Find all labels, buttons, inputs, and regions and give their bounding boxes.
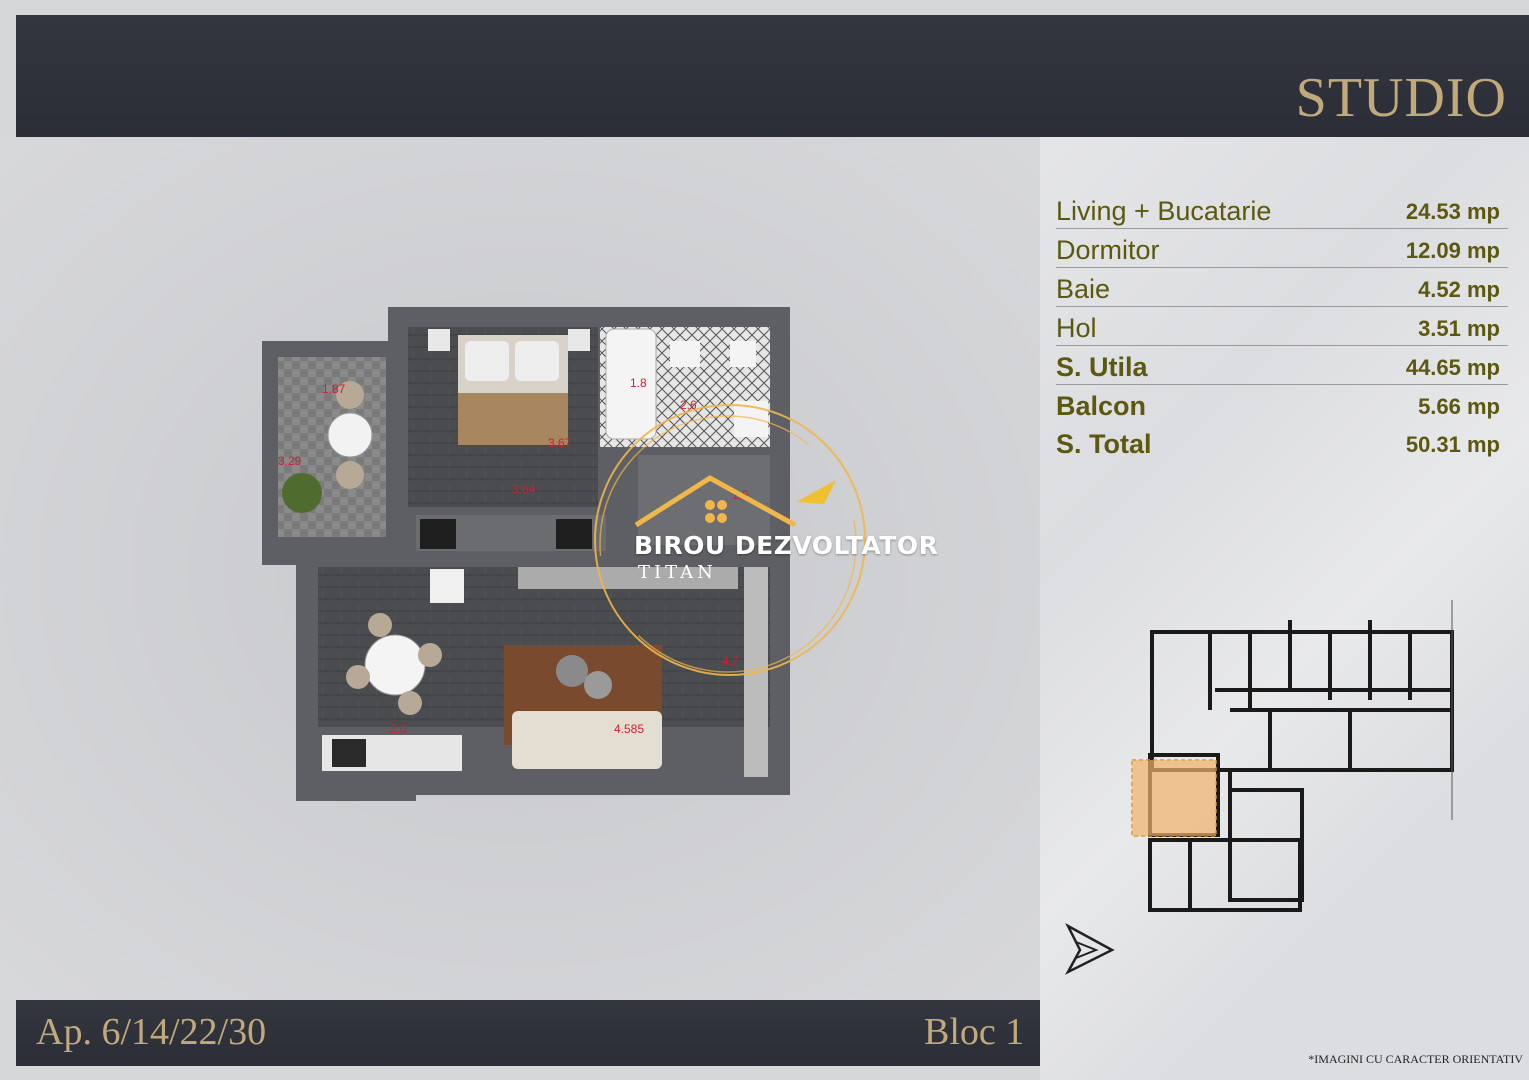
area-row-living: Living + Bucatarie 24.53 mp	[1056, 190, 1508, 229]
watermark-subtext: TITAN	[638, 562, 717, 583]
area-label: Dormitor	[1056, 235, 1160, 265]
building-key-plan	[1131, 600, 1454, 912]
area-label: S. Total	[1056, 429, 1152, 459]
area-table: Living + Bucatarie 24.53 mp Dormitor 12.…	[1056, 190, 1508, 461]
area-label: Baie	[1056, 274, 1111, 304]
unit-highlight	[1131, 759, 1217, 837]
dim-living-h: 4.7	[722, 654, 739, 668]
area-label: Hol	[1056, 313, 1097, 343]
header-bar	[16, 15, 1529, 137]
area-value: 50.31 mp	[1405, 432, 1500, 457]
page-title: STUDIO	[1295, 67, 1507, 129]
dim-balcony-w: 1.87	[322, 382, 346, 396]
area-row-dormitor: Dormitor 12.09 mp	[1056, 229, 1508, 268]
area-value: 44.65 mp	[1405, 355, 1500, 380]
dining-table	[364, 634, 426, 696]
info-panel	[1040, 137, 1529, 1080]
watermark-text: BIROU DEZVOLTATOR	[634, 531, 939, 560]
area-value: 3.51 mp	[1418, 316, 1500, 341]
area-label: Living + Bucatarie	[1056, 196, 1272, 226]
area-value: 5.66 mp	[1418, 394, 1500, 419]
balcony-table	[327, 412, 373, 458]
area-row-hol: Hol 3.51 mp	[1056, 307, 1508, 346]
floor-plan: 1.87 3.29 3.64 3.67 1.8 2.6 1.5 4.585 2.…	[262, 307, 790, 801]
dim-living-w: 4.585	[614, 722, 644, 736]
bloc-number: Bloc 1	[924, 1011, 1025, 1053]
area-label: Balcon	[1056, 391, 1147, 421]
watermark-logo	[594, 404, 866, 676]
area-row-balcon: Balcon 5.66 mp	[1056, 385, 1508, 423]
sofa	[512, 711, 662, 769]
area-row-total: S. Total 50.31 mp	[1056, 423, 1508, 461]
disclaimer-text: *IMAGINI CU CARACTER ORIENTATIV	[1308, 1052, 1523, 1066]
dim-living-small: 2.0	[390, 722, 407, 736]
area-value: 4.52 mp	[1418, 277, 1500, 302]
apartment-number: Ap. 6/14/22/30	[36, 1011, 267, 1053]
dim-bath-h: 1.8	[630, 376, 647, 390]
dim-bath-w: 2.6	[680, 398, 697, 412]
area-label: S. Utila	[1056, 352, 1148, 382]
footer-bar	[16, 1000, 1040, 1066]
north-arrow-icon	[1064, 922, 1115, 975]
area-row-baie: Baie 4.52 mp	[1056, 268, 1508, 307]
dim-bedroom-w: 3.64	[512, 482, 536, 496]
dim-bedroom-h: 3.67	[548, 436, 572, 450]
dim-balcony-h: 3.29	[278, 454, 302, 468]
area-row-utila: S. Utila 44.65 mp	[1056, 346, 1508, 385]
area-value: 12.09 mp	[1405, 238, 1500, 263]
bathtub	[605, 328, 657, 440]
area-value: 24.53 mp	[1405, 199, 1500, 224]
plant	[282, 473, 322, 513]
